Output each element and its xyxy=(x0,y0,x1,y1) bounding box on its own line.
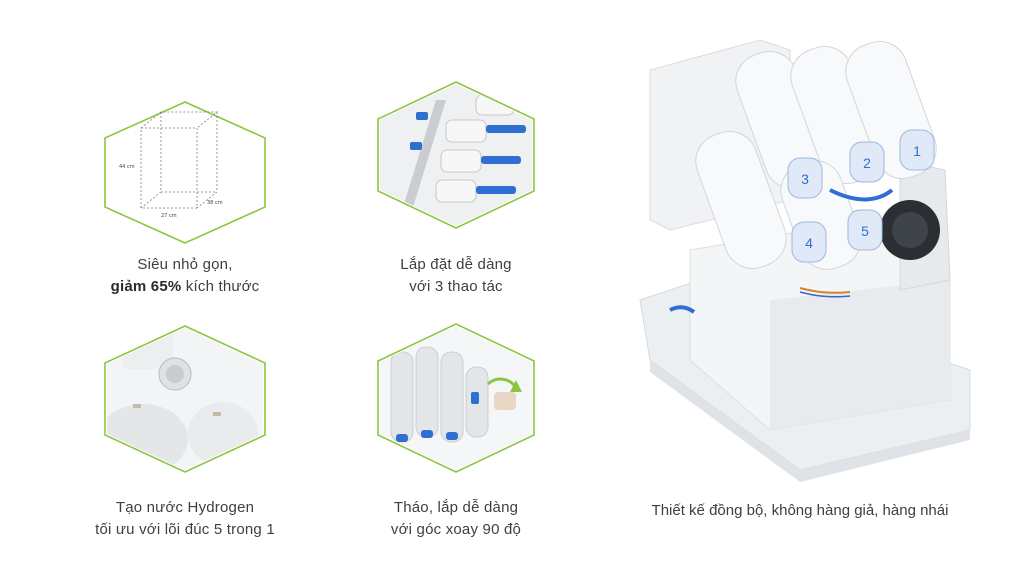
water-purifier-illustration: 1 2 3 4 5 xyxy=(639,39,971,482)
feature-hydrogen-caption: Tạo nước Hydrogen tối ưu với lõi đúc 5 t… xyxy=(95,499,275,538)
filter-number-4: 4 xyxy=(805,235,813,251)
rotate-filter-icon xyxy=(377,323,535,473)
filter-number-1: 1 xyxy=(913,143,921,159)
fitting-connectors-icon xyxy=(377,81,535,229)
filter-number-3: 3 xyxy=(801,171,809,187)
dim-width-label: 27 cm xyxy=(161,213,177,219)
hex-hydrogen xyxy=(103,324,267,474)
hex-rotate xyxy=(376,322,536,474)
product-image: 1 2 3 4 5 xyxy=(630,30,990,500)
product-caption: Thiết kế đồng bộ, không hàng giả, hàng n… xyxy=(651,502,949,519)
hex-installation xyxy=(376,80,536,230)
hydrogen-core-icon xyxy=(104,325,266,473)
filter-number-2: 2 xyxy=(863,155,871,171)
hex-dimensions: 44 cm 27 cm 38 cm xyxy=(103,100,267,245)
box-dimension-icon: 44 cm 27 cm 38 cm xyxy=(104,101,266,244)
filter-number-5: 5 xyxy=(861,223,869,239)
dim-height-label: 44 cm xyxy=(119,164,135,170)
dim-depth-label: 38 cm xyxy=(207,200,223,206)
percent-highlight: giảm 65% xyxy=(110,278,182,295)
feature-install-caption: Lắp đặt dễ dàng với 3 thao tác xyxy=(400,256,512,295)
feature-rotate-caption: Tháo, lắp dễ dàng với góc xoay 90 độ xyxy=(390,499,522,538)
feature-compact-caption: Siêu nhỏ gọn, giảm 65% kích thước xyxy=(110,256,260,295)
